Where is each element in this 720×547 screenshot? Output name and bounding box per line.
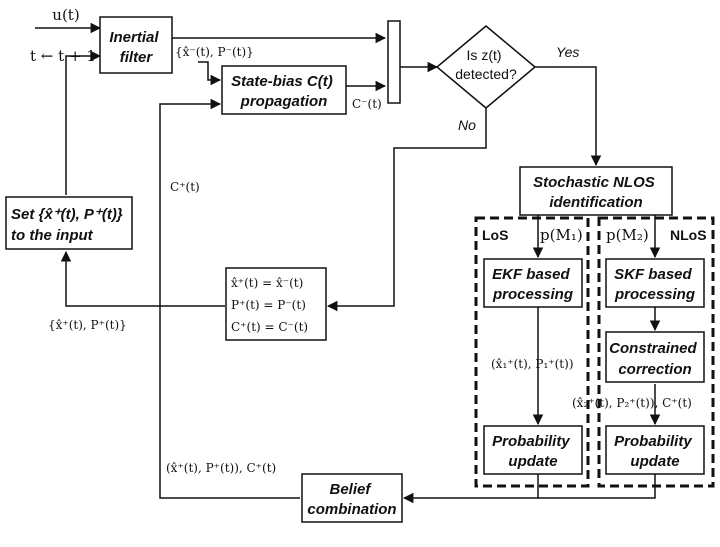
yes-label: Yes [556,44,579,60]
p-m1-label: p(M₁) [540,226,583,244]
connectors [35,22,661,504]
loop-to-filter-arrow [65,50,102,195]
prob-update-los-label: Probability update [492,433,574,470]
skf-box [605,258,705,308]
nlos-identification-label: Stochastic NLOS identification [533,174,659,211]
nlos-identification-box [519,166,673,216]
feedback-arrow [159,98,300,499]
c-minus-label: C⁻(t) [352,97,382,111]
nlos-to-belief-line [538,474,656,499]
p-m2-label: p(M₂) [606,226,649,244]
nlos-group-label: NLoS [670,227,707,243]
prob-update-los-box [483,425,583,475]
copy-to-set-arrow [60,250,225,307]
belief-combination-box [301,473,403,523]
decision-diamond [435,25,537,109]
time-update-label: t ← t + 1 [30,47,96,65]
constrained-correction-label: Constrained correction [609,340,701,378]
prior-state-label: {x̂⁻(t), P⁻(t)} [175,45,254,59]
posterior-state-label: {x̂⁺(t), P⁺(t)} [48,318,127,332]
inertial-filter-box [99,16,173,74]
state-bias-label: State-bias C(t) propagation [231,73,337,110]
ekf-label: EKF based processing [492,266,574,303]
nlos-output-label: (x̂₂⁺(t), P₂⁺(t)), C⁺(t) [572,396,692,410]
los-output-label: (x̂₁⁺(t), P₁⁺(t)) [491,357,574,371]
state-bias-box [221,65,347,115]
copy-state-box [225,267,327,341]
belief-combination-label: Belief combination [307,481,396,518]
constrained-correction-box [605,331,705,383]
no-label: No [458,117,476,133]
inertial-filter-label: Inertial filter [109,29,162,66]
yes-arrow [532,66,602,167]
ekf-box [483,258,583,308]
los-group [474,216,590,488]
prob-update-nlos-label: Probability update [614,433,696,470]
copy-state-label: x̂⁺(t) = x̂⁻(t) P⁺(t) = P⁻(t) C⁺(t) = C⁻… [231,276,310,334]
u-input-label: u(t) [52,6,79,24]
skf-label: SKF based processing [614,266,696,303]
sync-bar [387,20,401,104]
combined-output-label: (x̂⁺(t), P⁺(t)), C⁺(t) [166,461,276,475]
c-plus-label: C⁺(t) [170,180,200,194]
prob-update-nlos-box [605,425,705,475]
decision-label: Is z(t) detected? [455,47,517,82]
los-group-label: LoS [482,227,508,243]
no-arrow [326,108,487,312]
set-input-label: Set {x̂⁺(t), P⁺(t)} to the input [11,206,127,244]
set-input-box [5,196,133,250]
nlos-group [597,216,715,488]
filter-to-bias-arrow [198,61,222,86]
